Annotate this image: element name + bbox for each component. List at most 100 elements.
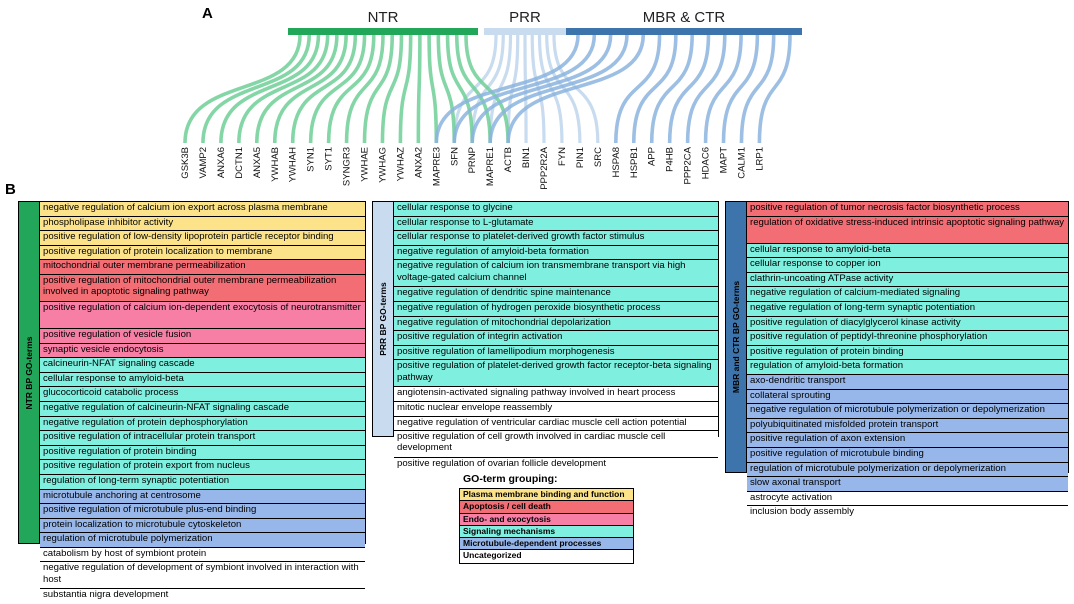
ntr-go-term-row: microtubule anchoring at centrosome	[40, 489, 365, 505]
link-ntr-anxa5	[255, 34, 339, 144]
gene-label-src: SRC	[593, 147, 604, 167]
gene-label-mapre3: MAPRE3	[431, 147, 442, 186]
mbr-go-term-row: positive regulation of axon extension	[747, 433, 1068, 448]
mbr-go-term-row: positive regulation of diacylglycerol ki…	[747, 316, 1068, 332]
gene-label-hspb1: HSPB1	[629, 147, 640, 178]
prr-go-term-row: cellular response to platelet-derived gr…	[394, 231, 718, 246]
group-label-prr: PRR	[509, 9, 541, 26]
group-label-ntr: NTR	[368, 9, 399, 26]
mbr-go-term-row: positive regulation of tumor necrosis fa…	[747, 202, 1068, 217]
link-ntr-prnp	[445, 34, 474, 144]
mbr-ctr-term-rows: positive regulation of tumor necrosis fa…	[747, 202, 1068, 521]
link-mbr-ctr-calm1	[739, 34, 776, 144]
ntr-go-term-row: substantia nigra development	[40, 589, 365, 604]
link-ntr-mapre1	[454, 34, 492, 144]
gene-label-hdac6: HDAC6	[701, 147, 712, 179]
link-ntr-ywhab	[272, 34, 348, 144]
link-ntr-ywhae	[362, 34, 395, 144]
mbr-go-term-row: negative regulation of microtubule polym…	[747, 404, 1068, 419]
ntr-go-term-row: phospholipase inhibitor activity	[40, 216, 365, 232]
gene-label-syngr3: SYNGR3	[342, 147, 353, 186]
prr-go-term-row: negative regulation of mitochondrial dep…	[394, 316, 718, 332]
link-mbr-ctr-actb	[506, 34, 646, 144]
gene-label-anxa6: ANXA6	[216, 147, 227, 178]
prr-go-term-row: positive regulation of cell growth invol…	[394, 431, 718, 459]
mbr-go-term-row: positive regulation of protein binding	[747, 345, 1068, 361]
mbr-go-term-row: slow axonal transport	[747, 477, 1068, 492]
panel-a-label: A	[202, 5, 213, 22]
mbr-go-term-row: axo-dendritic transport	[747, 374, 1068, 390]
legend-item-signaling: Signaling mechanisms	[460, 525, 633, 539]
ntr-go-term-row: positive regulation of protein localizat…	[40, 245, 365, 261]
ntr-go-term-row: cellular response to amyloid-beta	[40, 372, 365, 388]
group-bar-mbr-ctr	[566, 28, 802, 35]
mbr-go-term-row: collateral sprouting	[747, 389, 1068, 405]
ntr-go-term-row: mitochondrial outer membrane permeabiliz…	[40, 260, 365, 275]
gene-label-ywhah: YWHAH	[288, 147, 299, 183]
ntr-go-term-row: positive regulation of intracellular pro…	[40, 431, 365, 446]
prr-go-term-row: positive regulation of platelet-derived …	[394, 360, 718, 388]
gene-label-ywhab: YWHAB	[270, 147, 281, 182]
ntr-go-term-row: negative regulation of development of sy…	[40, 562, 365, 590]
gene-label-prnp: PRNP	[467, 147, 478, 173]
ntr-go-table: NTR BP GO-terms negative regulation of c…	[18, 201, 366, 604]
go-term-legend: GO-term grouping: Plasma membrane bindin…	[459, 473, 634, 564]
gene-label-anxa5: ANXA5	[252, 147, 263, 178]
gene-label-mapt: MAPT	[719, 147, 730, 174]
link-ntr-actb	[464, 34, 510, 144]
ntr-go-term-row: positive regulation of calcium ion-depen…	[40, 301, 365, 329]
prr-go-table: PRR BP GO-terms cellular response to gly…	[372, 201, 719, 473]
mbr-go-term-row: cellular response to amyloid-beta	[747, 243, 1068, 259]
link-mbr-ctr-sfn	[452, 34, 597, 144]
link-prr-fyn	[537, 34, 564, 144]
gene-label-ywhaz: YWHAZ	[395, 147, 406, 182]
mbr-go-term-row: astrocyte activation	[747, 491, 1068, 507]
prr-go-term-row: negative regulation of calcium ion trans…	[394, 260, 718, 288]
link-mbr-ctr-prnp	[470, 34, 613, 144]
gene-label-bin1: BIN1	[521, 147, 532, 168]
gene-label-ywhae: YWHAE	[360, 147, 371, 182]
gene-label-hspa8: HSPA8	[611, 147, 622, 177]
ntr-go-term-row: negative regulation of calcium ion expor…	[40, 202, 365, 217]
prr-side-label-text: PRR BP GO-terms	[378, 282, 388, 356]
prr-go-term-row: positive regulation of lamellipodium mor…	[394, 345, 718, 361]
legend-item-exo: Endo- and exocytosis	[460, 513, 633, 526]
link-mbr-ctr-hspa8	[614, 34, 662, 144]
mbr-go-term-row: positive regulation of peptidyl-threonin…	[747, 331, 1068, 346]
prr-go-term-row: positive regulation of ovarian follicle …	[394, 458, 718, 473]
mbr-go-term-row: regulation of amyloid-beta formation	[747, 360, 1068, 375]
gene-label-calm1: CALM1	[736, 147, 747, 179]
prr-go-term-row: cellular response to L-glutamate	[394, 216, 718, 232]
prr-go-term-row: negative regulation of ventricular cardi…	[394, 416, 718, 432]
link-ntr-ywhaz	[398, 34, 413, 144]
ntr-go-term-row: catabolism by host of symbiont protein	[40, 547, 365, 563]
mbr-go-term-row: inclusion body assembly	[747, 506, 1068, 521]
mbr-go-term-row: regulation of oxidative stress-induced i…	[747, 216, 1068, 244]
mbr-ctr-side-label-text: MBR and CTR BP GO-terms	[731, 280, 741, 394]
ntr-go-term-row: calcineurin-NFAT signaling cascade	[40, 358, 365, 373]
ntr-go-term-row: positive regulation of vesicle fusion	[40, 328, 365, 344]
ntr-go-term-row: negative regulation of calcineurin-NFAT …	[40, 401, 365, 417]
legend-item-microtubule: Microtubule-dependent processes	[460, 538, 633, 551]
gene-label-syn1: SYN1	[306, 147, 317, 172]
mbr-go-term-row: polyubiquitinated misfolded protein tran…	[747, 418, 1068, 434]
link-layer	[183, 34, 792, 144]
link-ntr-ywhag	[380, 34, 404, 144]
prr-go-term-row: angiotensin-activated signaling pathway …	[394, 387, 718, 402]
link-ntr-mapre3	[427, 34, 439, 144]
ntr-side-label: NTR BP GO-terms	[19, 202, 40, 543]
mbr-go-term-row: regulation of microtubule polymerization…	[747, 462, 1068, 478]
panel-b-label: B	[5, 181, 16, 198]
mbr-go-term-row: negative regulation of long-term synapti…	[747, 301, 1068, 317]
mbr-go-term-row: clathrin-uncoating ATPase activity	[747, 272, 1068, 288]
gene-label-vamp2: VAMP2	[198, 147, 209, 179]
gene-label-sfn: SFN	[449, 147, 460, 166]
gene-label-lrp1: LRP1	[754, 147, 765, 171]
link-mbr-ctr-lrp1	[757, 34, 792, 144]
legend-item-plasma: Plasma membrane binding and function	[460, 489, 633, 502]
gene-label-app: APP	[647, 147, 658, 166]
gene-label-actb: ACTB	[503, 147, 514, 172]
